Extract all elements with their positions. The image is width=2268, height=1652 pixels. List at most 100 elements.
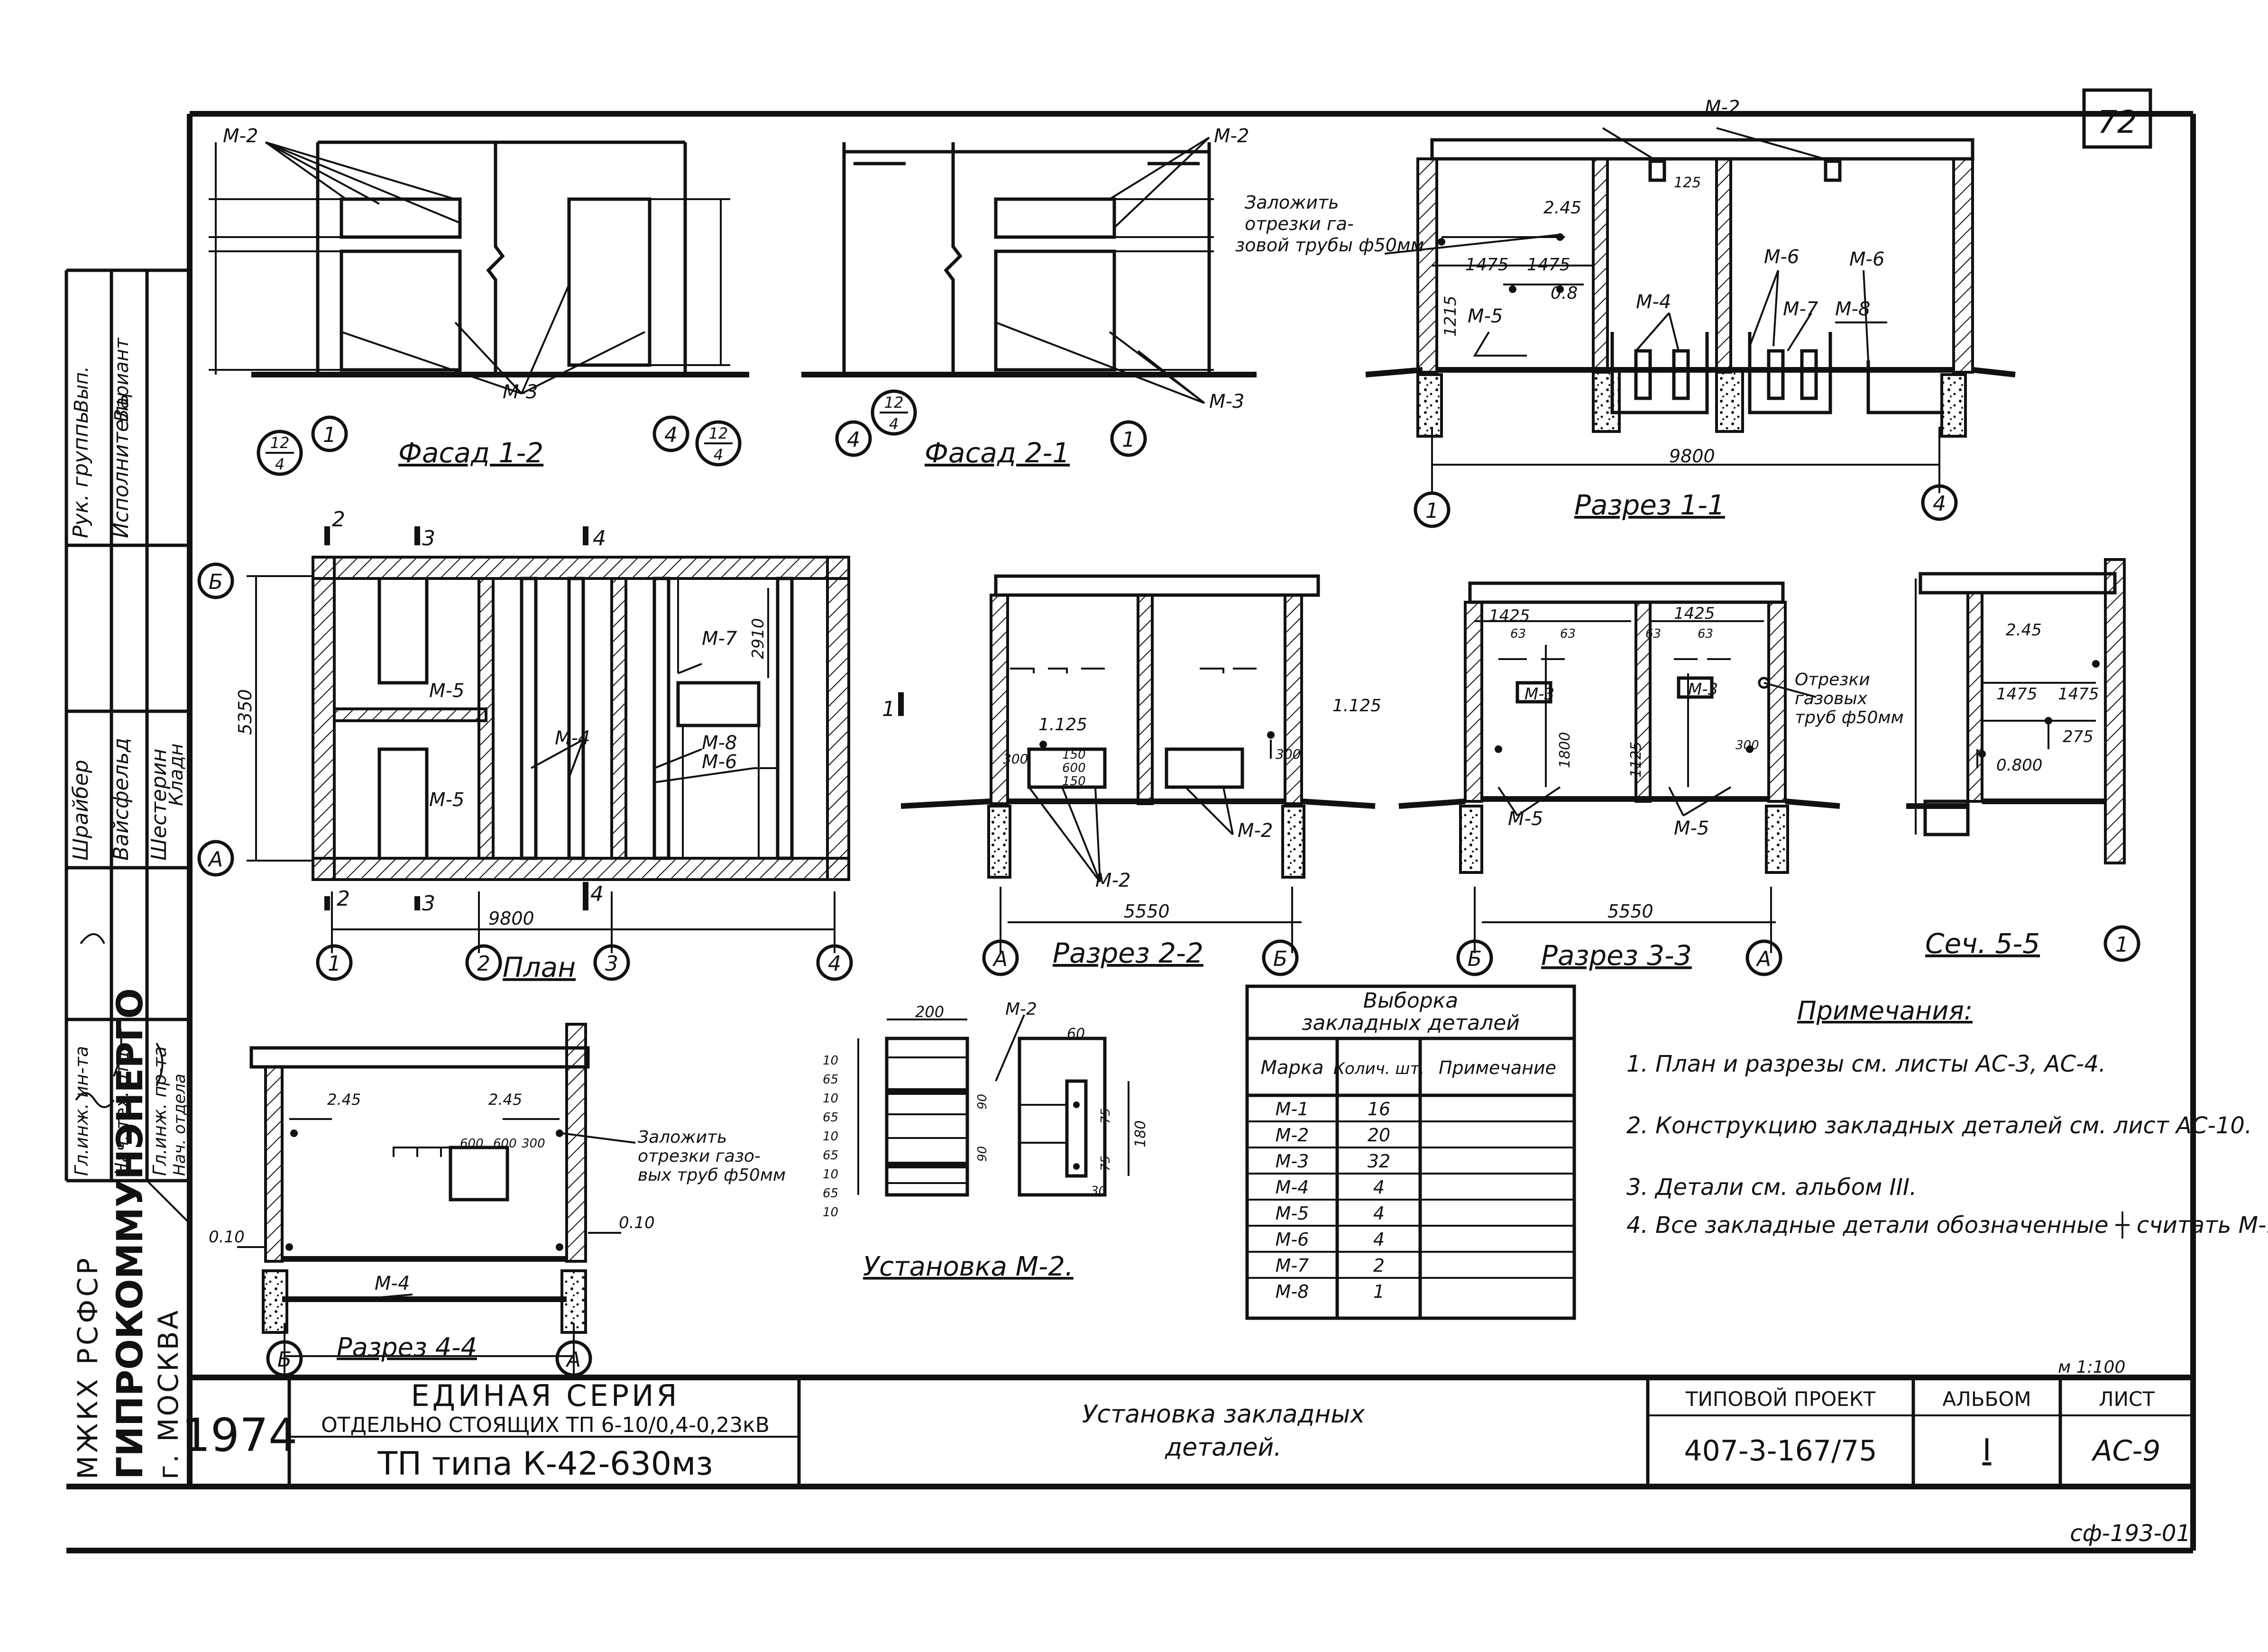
svg-text:4: 4: [828, 952, 841, 976]
table-row: М-7: [1276, 1255, 1309, 1276]
section-2-2: [900, 574, 1376, 953]
pipe-note-b3: труб ф50мм: [1795, 708, 1904, 727]
stamp-name-3: Шестерин: [147, 749, 171, 861]
dim-300-a: 300: [1003, 751, 1028, 767]
dim-1125: 1125: [1628, 742, 1644, 778]
svg-text:16: 16: [1368, 1099, 1390, 1120]
m6-label-b: М-6: [1849, 248, 1884, 270]
role-5: Гл.инж. ин-та: [71, 1046, 92, 1176]
dim-125-a: 125: [1674, 174, 1701, 191]
dim-9800-a: 9800: [1669, 446, 1715, 467]
dim-90-a: 90: [975, 1094, 990, 1110]
m8-label-a: М-8: [1835, 298, 1870, 320]
axis-bubble-4c: 4: [1921, 484, 1958, 521]
spec-title-1: Выборка: [1363, 989, 1458, 1013]
m7-label-b: М-7: [702, 628, 737, 650]
lev-1125-b: 1.125: [1332, 696, 1381, 716]
svg-text:Б: Б: [1273, 947, 1287, 971]
note-4: 4. Все закладные детали обозначенные ┼ с…: [1626, 1211, 2268, 1239]
dim-150-a: 150: [1062, 748, 1086, 762]
pipe-note-c3: вых труб ф50мм: [638, 1166, 786, 1185]
table-row: М-4: [1276, 1177, 1309, 1198]
dim-600-a: 600: [1062, 761, 1086, 775]
tb-project-label: ТИПОВОЙ ПРОЕКТ: [1685, 1387, 1876, 1411]
axis-bubble-B-22: Б: [1262, 939, 1299, 976]
tb-year: 1974: [182, 1409, 297, 1462]
axis-bubble-2-plan: 2: [465, 944, 502, 981]
m4-label-b: М-4: [555, 727, 590, 749]
view-install-m2: Установка М-2.: [863, 1251, 1074, 1282]
role-3: Вып.: [71, 366, 92, 413]
m3-label-a: М-3: [503, 381, 538, 403]
section-3-3: [1398, 581, 1840, 953]
svg-text:10: 10: [823, 1167, 838, 1182]
svg-text:12: 12: [270, 434, 290, 452]
facade-1-2: [209, 140, 749, 395]
tb-sheet-value: АС-9: [2091, 1434, 2161, 1468]
view-section-3-3: Разрез 3-3: [1541, 939, 1692, 972]
archive-code: сф-193-01: [2070, 1520, 2191, 1547]
dim-1800: 1800: [1557, 732, 1573, 768]
axis-bubble-B-33: Б: [1456, 939, 1493, 976]
axis-bubble-3-plan: 3: [593, 944, 630, 981]
city: г. МОСКВА: [152, 1309, 184, 1479]
svg-text:12: 12: [884, 394, 904, 412]
table-row: М-2: [1276, 1125, 1309, 1146]
dim-1425-b: 1425: [1674, 604, 1715, 623]
notes-title: Примечания:: [1797, 996, 1973, 1026]
role-8: Нач. отдела: [170, 1074, 189, 1176]
svg-text:4: 4: [1373, 1177, 1385, 1198]
dim-600-c: 600: [493, 1137, 517, 1151]
dim-150-b: 150: [1062, 774, 1086, 789]
table-row: М-5: [1276, 1203, 1309, 1224]
svg-text:3: 3: [422, 526, 435, 551]
axis-bubble-A-plan: А: [197, 840, 234, 877]
view-section-5-5: Сеч. 5-5: [1925, 927, 2040, 960]
svg-text:4: 4: [275, 455, 285, 473]
dim-200: 200: [915, 1003, 944, 1021]
axis-bubble-1b: 1: [1110, 420, 1147, 457]
svg-text:4: 4: [847, 428, 860, 452]
pipe-note-b2: газовых: [1795, 689, 1868, 708]
pipe-note-a2: отрезки га-: [1245, 213, 1354, 234]
table-row: М-1: [1276, 1099, 1309, 1120]
signatures: [75, 933, 164, 1108]
m8-label-b: М-8: [702, 732, 737, 754]
role-7: Гл.инж. пр-та: [149, 1046, 170, 1176]
plan-view: [247, 526, 904, 953]
svg-text:1: 1: [328, 952, 341, 976]
svg-text:4: 4: [1933, 492, 1946, 516]
note-3: 3. Детали см. альбом III.: [1626, 1174, 1917, 1201]
svg-text:1: 1: [1425, 499, 1439, 523]
tb-album-value: I: [1983, 1433, 1992, 1468]
m5-label-b: М-5: [429, 680, 464, 702]
dim-1425-a: 1425: [1489, 606, 1530, 625]
svg-text:4: 4: [889, 415, 899, 433]
tb-project-number: 407-3-167/75: [1684, 1434, 1877, 1468]
lev-010-b: 0.10: [619, 1213, 655, 1232]
lev-08: 0.8: [1551, 284, 1578, 303]
svg-text:4: 4: [714, 446, 723, 464]
m4-label-c: М-4: [375, 1273, 410, 1294]
svg-text:10: 10: [823, 1092, 838, 1106]
svg-text:3: 3: [422, 891, 435, 916]
svg-text:4: 4: [590, 882, 604, 906]
svg-text:65: 65: [823, 1148, 838, 1163]
tb-tp-type: ТП типа К-42-630мз: [377, 1445, 713, 1483]
view-section-2-2: Разрез 2-2: [1053, 937, 1203, 969]
svg-text:1: 1: [2115, 933, 2129, 957]
dim-5550-b: 5550: [1607, 901, 1653, 922]
m3-label-d: М-3: [1688, 680, 1718, 699]
stamp-name-4: Кладн: [165, 743, 187, 806]
dim-5550-a: 5550: [1124, 901, 1170, 922]
dim-180: 180: [1132, 1120, 1149, 1147]
tb-drawing-title-2: деталей.: [1165, 1433, 1282, 1462]
m3-label-b: М-3: [1209, 391, 1244, 413]
m2-label-f: М-2: [1005, 1000, 1037, 1019]
svg-text:2: 2: [477, 952, 490, 976]
m2-label-b: М-2: [1214, 125, 1249, 147]
svg-text:А: А: [1755, 947, 1771, 971]
view-facade-2-1: Фасад 2-1: [925, 437, 1070, 469]
spec-col-mark: Марка: [1260, 1057, 1323, 1079]
